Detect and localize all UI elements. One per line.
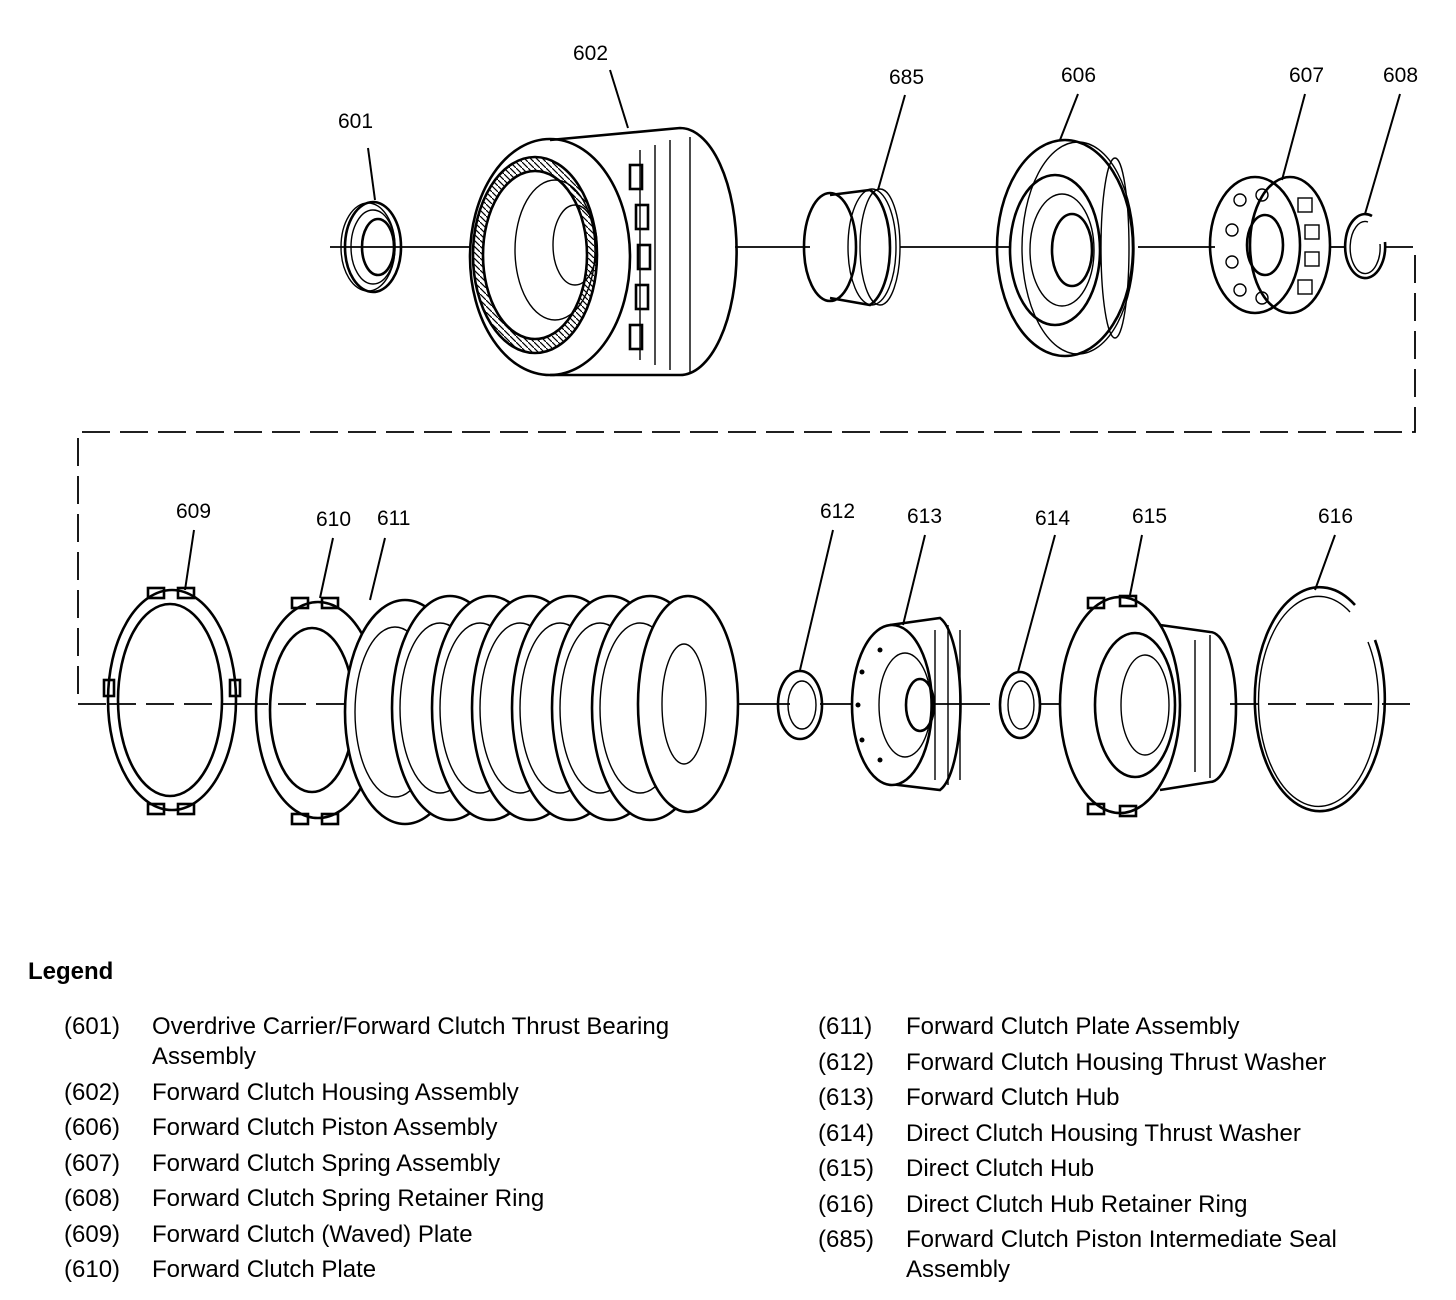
part-616-retainer-ring bbox=[1253, 585, 1387, 813]
legend-title: Legend bbox=[28, 958, 114, 985]
legend-item-description: Overdrive Carrier/Forward Clutch Thrust … bbox=[152, 1013, 670, 1070]
legend-item: (608) Forward Clutch Spring Retainer Ring bbox=[64, 1184, 754, 1214]
legend-item-description: Forward Clutch Hub bbox=[906, 1084, 1120, 1111]
part-613-forward-clutch-hub bbox=[850, 616, 962, 792]
callout-608: 608 bbox=[1383, 64, 1418, 87]
legend-item-number: (602) bbox=[64, 1078, 121, 1106]
legend-item-number: (685) bbox=[818, 1226, 875, 1253]
legend-item: (613) Forward Clutch Hub bbox=[818, 1083, 1438, 1113]
part-609-waved-plate bbox=[102, 586, 242, 816]
part-685-intermediate-seal bbox=[802, 188, 901, 307]
callout-615: 615 bbox=[1132, 505, 1167, 528]
legend-item-number: (616) bbox=[818, 1190, 875, 1218]
exploded-view-diagram: 601 602 685 606 607 608 609 610 611 612 … bbox=[77, 42, 1418, 826]
legend-item-number: (610) bbox=[64, 1256, 121, 1283]
legend-item-description: Forward Clutch Piston Assembly bbox=[152, 1114, 498, 1141]
legend-item-number: (608) bbox=[64, 1185, 121, 1212]
legend-item-number: (614) bbox=[818, 1119, 875, 1147]
legend-item-number: (601) bbox=[64, 1013, 121, 1040]
callout-611: 611 bbox=[377, 507, 410, 530]
legend-item: (615) Direct Clutch Hub bbox=[818, 1154, 1438, 1184]
callout-601: 601 bbox=[338, 110, 373, 133]
part-611-clutch-plate-stack bbox=[343, 594, 740, 826]
legend-item-description: Forward Clutch Plate bbox=[152, 1256, 377, 1283]
row-connector-dashed-line bbox=[77, 246, 1416, 705]
legend-item: (610) Forward Clutch Plate bbox=[64, 1255, 754, 1285]
legend-item: (607) Forward Clutch Spring Assembly bbox=[64, 1149, 754, 1179]
callout-614: 614 bbox=[1035, 507, 1070, 530]
part-608-retainer-ring bbox=[1343, 212, 1387, 280]
legend-item: (601) Overdrive Carrier/Forward Clutch Th… bbox=[64, 1012, 754, 1072]
legend-item-number: (606) bbox=[64, 1114, 121, 1141]
part-607-spring-assembly bbox=[1208, 175, 1332, 315]
legend-item: (614) Direct Clutch Housing Thrust Washer bbox=[818, 1119, 1438, 1149]
legend-item-number: (612) bbox=[818, 1048, 875, 1076]
callout-606: 606 bbox=[1061, 64, 1096, 87]
callout-609: 609 bbox=[176, 500, 211, 523]
callout-685: 685 bbox=[889, 66, 924, 89]
callout-labels: 601 602 685 606 607 608 609 610 611 612 … bbox=[176, 42, 1418, 531]
legend-item-number: (609) bbox=[64, 1220, 121, 1248]
part-602-clutch-housing bbox=[468, 126, 738, 377]
part-601-thrust-bearing bbox=[340, 200, 403, 294]
legend-item-description: Forward Clutch Spring Retainer Ring bbox=[152, 1185, 545, 1212]
legend-item: (611) Forward Clutch Plate Assembly bbox=[818, 1012, 1438, 1042]
legend-item-description: Direct Clutch Hub Retainer Ring bbox=[906, 1190, 1248, 1218]
part-606-clutch-piston bbox=[995, 138, 1135, 358]
legend-item-description: Forward Clutch Piston Intermediate Seal … bbox=[906, 1226, 1337, 1283]
legend-item-description: Forward Clutch Housing Thrust Washer bbox=[906, 1048, 1327, 1076]
callout-607: 607 bbox=[1289, 64, 1324, 87]
legend-item-description: Forward Clutch Plate Assembly bbox=[906, 1013, 1240, 1040]
part-614-direct-thrust-washer bbox=[998, 670, 1042, 740]
legend-item-number: (611) bbox=[818, 1013, 873, 1040]
part-612-thrust-washer bbox=[776, 669, 824, 741]
callout-612: 612 bbox=[820, 500, 855, 523]
legend-item: (606) Forward Clutch Piston Assembly bbox=[64, 1113, 754, 1143]
legend-column-left: (601) Overdrive Carrier/Forward Clutch Th… bbox=[64, 1012, 754, 1291]
legend-item-number: (607) bbox=[64, 1149, 121, 1177]
legend-item-number: (613) bbox=[818, 1084, 875, 1111]
legend-item-description: Direct Clutch Hub bbox=[906, 1155, 1095, 1182]
legend-item: (602) Forward Clutch Housing Assembly bbox=[64, 1078, 754, 1108]
part-615-direct-clutch-hub bbox=[1058, 594, 1238, 818]
callout-602: 602 bbox=[573, 42, 608, 65]
legend-item-description: Forward Clutch Housing Assembly bbox=[152, 1078, 519, 1106]
legend-item-number: (615) bbox=[818, 1155, 875, 1182]
legend-item: (616) Direct Clutch Hub Retainer Ring bbox=[818, 1190, 1438, 1220]
legend-item: (612) Forward Clutch Housing Thrust Washe… bbox=[818, 1048, 1438, 1078]
callout-613: 613 bbox=[907, 505, 942, 528]
legend-item: (685) Forward Clutch Piston Intermediate … bbox=[818, 1225, 1438, 1285]
legend-item-description: Forward Clutch Spring Assembly bbox=[152, 1149, 501, 1177]
callout-610: 610 bbox=[316, 508, 351, 531]
legend-item-description: Direct Clutch Housing Thrust Washer bbox=[906, 1119, 1301, 1147]
legend-item: (609) Forward Clutch (Waved) Plate bbox=[64, 1220, 754, 1250]
legend-item-description: Forward Clutch (Waved) Plate bbox=[152, 1220, 473, 1248]
legend-column-right: (611) Forward Clutch Plate Assembly (612)… bbox=[818, 1012, 1438, 1291]
callout-616: 616 bbox=[1318, 505, 1353, 528]
leader-lines bbox=[184, 69, 1401, 673]
